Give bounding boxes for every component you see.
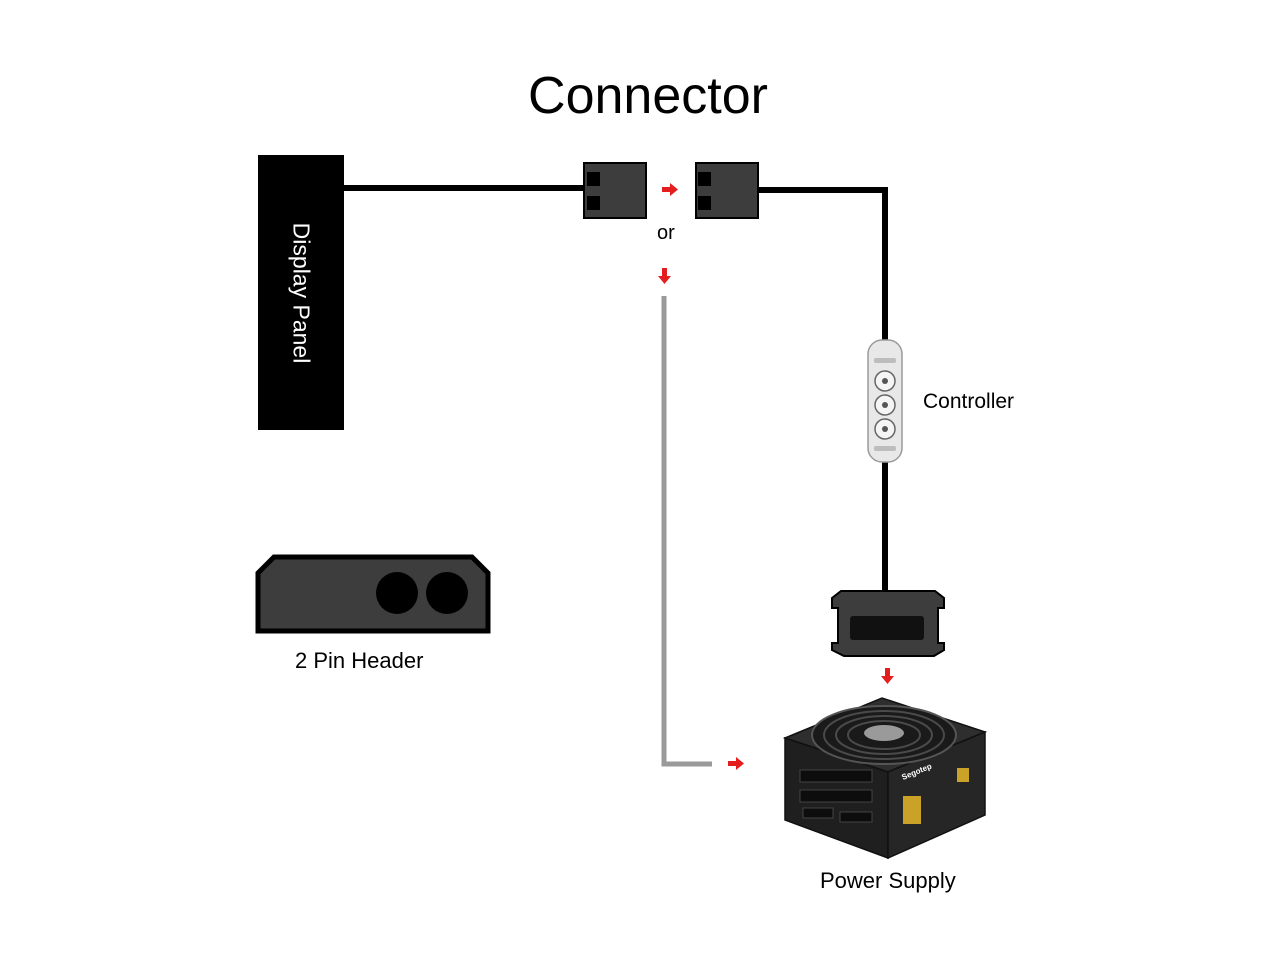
male-connector — [695, 162, 759, 219]
arrow-down-icon — [881, 668, 894, 684]
alternate-path-line — [661, 296, 712, 767]
power-supply-label: Power Supply — [820, 868, 956, 893]
power-connector — [831, 590, 945, 657]
power-supply-unit: Segotep — [782, 697, 988, 860]
arrow-right-icon — [728, 757, 744, 770]
arrow-down-icon — [658, 268, 671, 284]
controller-label: Controller — [923, 390, 1015, 413]
display-panel: Display Panel — [258, 155, 344, 430]
diagram-title: Connector — [528, 67, 768, 125]
female-connector — [583, 162, 647, 219]
controller-device — [867, 339, 903, 463]
header-label: 2 Pin Header — [295, 648, 424, 673]
fan-icon — [811, 705, 957, 765]
controller-cable-upper — [758, 187, 888, 345]
two-pin-header — [255, 554, 491, 634]
arrow-right-icon — [662, 183, 678, 196]
display-panel-label: Display Panel — [288, 222, 315, 363]
or-label: or — [657, 222, 675, 244]
